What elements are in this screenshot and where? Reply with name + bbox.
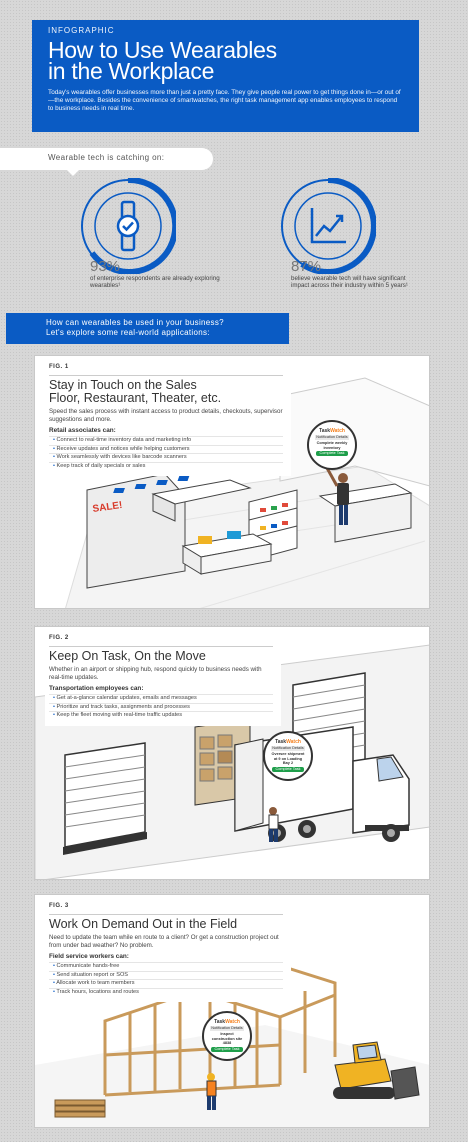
fig1-title-line2: Floor, Restaurant, Theater, etc. bbox=[49, 391, 222, 405]
list-item: Work seamlessly with devices like barcod… bbox=[49, 453, 283, 462]
brand-part-b: Watch bbox=[225, 1019, 240, 1025]
stat-desc-2: believe wearable tech will have signific… bbox=[291, 275, 408, 290]
banner-line2: Let's explore some real-world applicatio… bbox=[46, 327, 210, 337]
fig2-list: Get at-a-glance calendar updates, emails… bbox=[49, 694, 273, 720]
brand-part-a: Task bbox=[319, 428, 331, 434]
brand-part-b: Watch bbox=[330, 428, 345, 434]
brand-part-b: Watch bbox=[286, 739, 301, 745]
list-item: Keep the fleet moving with real-time tra… bbox=[49, 711, 273, 720]
banner-line1: How can wearables be used in your busine… bbox=[46, 318, 224, 327]
stat-value-1: 93% bbox=[90, 258, 121, 275]
notification-header: Notification Details bbox=[210, 1025, 244, 1032]
taskwatch-screen-1: TaskWatch Notification Details Complete … bbox=[307, 420, 357, 470]
fig3-desc: Need to update the team while en route t… bbox=[49, 934, 279, 949]
pill-pointer bbox=[66, 169, 80, 176]
brand-part-a: Task bbox=[275, 739, 287, 745]
list-item: Get at-a-glance calendar updates, emails… bbox=[49, 694, 273, 703]
fig3-title: Work On Demand Out in the Field bbox=[49, 914, 283, 931]
list-item: Connect to real-time inventory data and … bbox=[49, 436, 283, 445]
figure-transportation: FIG. 2 Keep On Task, On the Move Whether… bbox=[34, 626, 430, 880]
fig1-label: FIG. 1 bbox=[49, 364, 69, 370]
applications-banner: How can wearables be used in your busine… bbox=[6, 313, 289, 344]
fig2-title: Keep On Task, On the Move bbox=[49, 646, 273, 663]
fig2-card: FIG. 2 Keep On Task, On the Move Whether… bbox=[45, 635, 281, 726]
growth-chart-icon bbox=[281, 178, 376, 274]
taskwatch-brand: TaskWatch bbox=[309, 429, 355, 434]
stat-desc-1: of enterprise respondents are already ex… bbox=[90, 275, 220, 290]
page-title-line1: How to Use Wearables bbox=[48, 37, 277, 63]
fig3-subhead: Field service workers can: bbox=[49, 953, 129, 960]
hero-panel: INFOGRAPHIC How to Use Wearables in the … bbox=[32, 20, 419, 132]
fig1-subhead: Retail associates can: bbox=[49, 427, 116, 434]
fig2-subhead: Transportation employees can: bbox=[49, 685, 144, 692]
stat-value-2: 87% bbox=[291, 258, 322, 275]
list-item: Receive updates and notices while helpin… bbox=[49, 444, 283, 454]
notification-header: Notification Details bbox=[315, 434, 349, 441]
hero-kicker: INFOGRAPHIC bbox=[48, 26, 115, 35]
list-item: Prioritize and track tasks, assignments … bbox=[49, 702, 273, 712]
fig2-label: FIG. 2 bbox=[49, 635, 69, 641]
fig1-card: FIG. 1 Stay in Touch on the Sales Floor,… bbox=[45, 364, 291, 476]
task-text: Inspect construction site 4838 bbox=[211, 1032, 243, 1046]
figure-retail: SALE! FIG. 1 Stay in Touch on the Sales bbox=[34, 355, 430, 609]
complete-task-button[interactable]: Complete Task bbox=[316, 451, 348, 456]
taskwatch-screen-2: TaskWatch Notification Details Oversee s… bbox=[263, 731, 313, 781]
complete-task-button[interactable]: Complete Task bbox=[272, 766, 304, 772]
fig1-title-line1: Stay in Touch on the Sales bbox=[49, 378, 197, 392]
fig3-list: Communicate hands-free Send situation re… bbox=[49, 962, 283, 996]
complete-task-button[interactable]: Complete Task bbox=[211, 1046, 243, 1052]
fig1-list: Connect to real-time inventory data and … bbox=[49, 436, 283, 470]
notification-header: Notification Details bbox=[271, 745, 305, 752]
list-item: Allocate work to team members bbox=[49, 979, 283, 988]
fig1-desc: Speed the sales process with instant acc… bbox=[49, 408, 283, 423]
page-title-line2: in the Workplace bbox=[48, 58, 215, 84]
smartwatch-icon bbox=[81, 178, 176, 274]
list-item: Keep track of daily specials or sales bbox=[49, 461, 283, 471]
task-text: Oversee shipment at 9 on Loading Bay 2 bbox=[271, 752, 305, 766]
fig2-desc: Whether in an airport or shipping hub, r… bbox=[49, 666, 262, 681]
list-item: Communicate hands-free bbox=[49, 962, 283, 971]
taskwatch-brand: TaskWatch bbox=[204, 1020, 250, 1025]
brand-part-a: Task bbox=[214, 1019, 226, 1025]
taskwatch-screen-3: TaskWatch Notification Details Inspect c… bbox=[202, 1011, 252, 1061]
hero-intro: Today's wearables offer businesses more … bbox=[48, 89, 401, 113]
list-item: Track hours, locations and routes bbox=[49, 987, 283, 997]
retail-store-illustration: SALE! bbox=[65, 377, 429, 608]
taskwatch-brand: TaskWatch bbox=[265, 740, 311, 745]
sale-sign: SALE! bbox=[92, 500, 123, 515]
fig3-card: FIG. 3 Work On Demand Out in the Field N… bbox=[45, 903, 291, 1002]
figure-field-service: FIG. 3 Work On Demand Out in the Field N… bbox=[34, 894, 430, 1128]
task-text: Complete weekly inventory bbox=[316, 441, 348, 450]
list-item: Send situation report or SOS bbox=[49, 970, 283, 980]
fig1-title: Stay in Touch on the Sales Floor, Restau… bbox=[49, 375, 283, 405]
catching-on-pill: Wearable tech is catching on: bbox=[0, 148, 213, 170]
fig3-label: FIG. 3 bbox=[49, 903, 69, 909]
page-title: How to Use Wearables in the Workplace bbox=[48, 37, 403, 84]
